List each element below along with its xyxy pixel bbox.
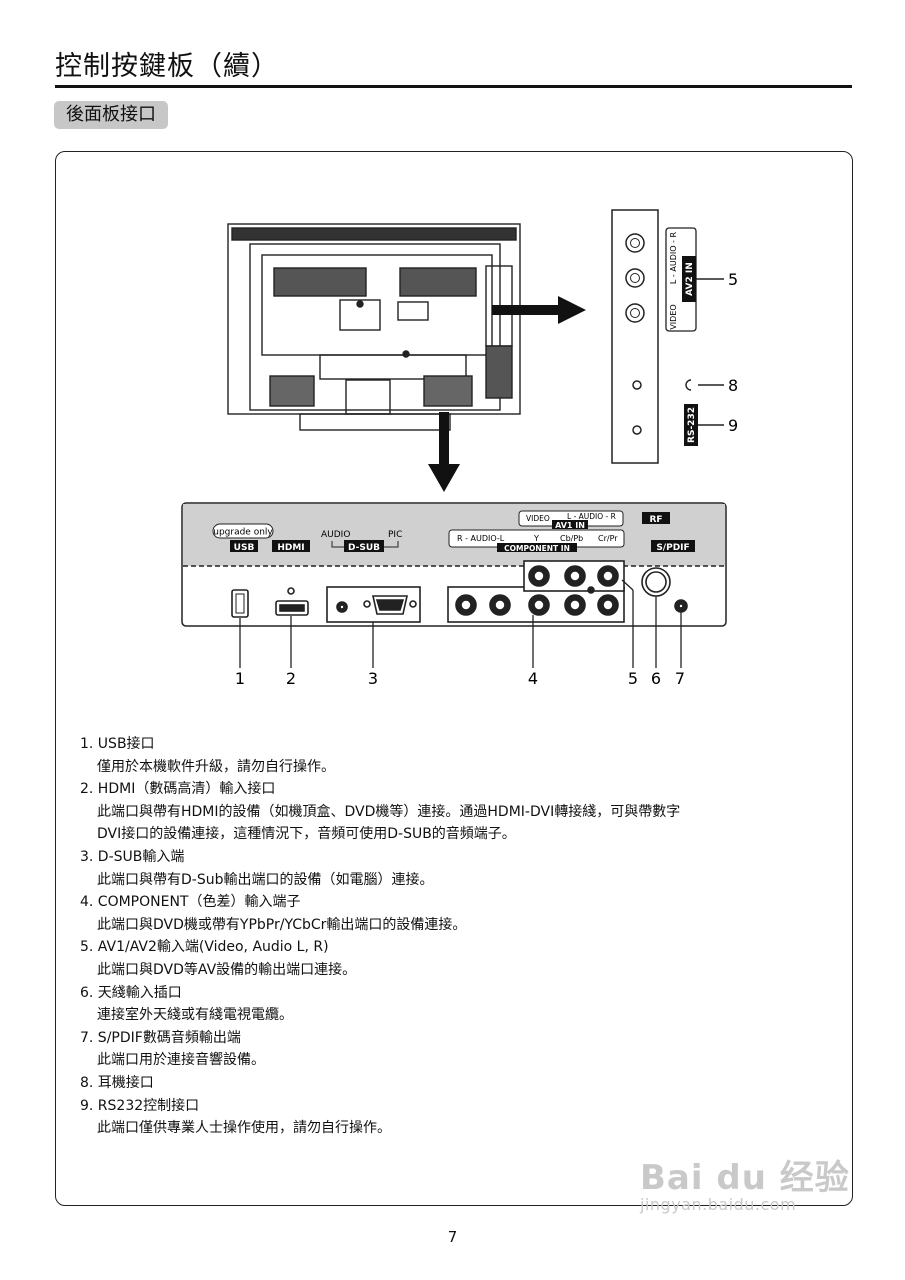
r-audio-l-label: R - AUDIO-L <box>457 534 505 543</box>
dsub-port-group <box>326 586 421 623</box>
desc-body: 僅用於本機軟件升級，請勿自行操作。 <box>97 758 335 775</box>
desc-body: 此端口用於連接音響設備。 <box>97 1052 265 1069</box>
desc-heading: 1. USB接口 <box>80 736 155 752</box>
usb-label: USB <box>234 543 255 553</box>
tv-back-illustration <box>227 223 521 431</box>
side-panel <box>611 209 697 464</box>
hdmi-label: HDMI <box>277 543 304 553</box>
desc-body: 此端口與帶有HDMI的設備（如機頂盒、DVD機等）連接。通過HDMI-DVI轉接… <box>97 803 681 820</box>
desc-body: 此端口與DVD機或帶有YPbPr/YCbCr輸出端口的設備連接。 <box>97 916 467 933</box>
page-title: 控制按鍵板（續） <box>55 51 279 82</box>
desc-body: 此端口僅供專業人士操作使用，請勿自行操作。 <box>97 1120 391 1137</box>
callout-6: 6 <box>651 669 661 688</box>
upgrade-only-label: upgrade only <box>213 528 273 538</box>
callout-1: 1 <box>235 669 245 688</box>
desc-heading: 5. AV1/AV2輸入端(Video, Audio L, R) <box>80 939 329 956</box>
page-number: 7 <box>447 1228 458 1246</box>
rs232-port <box>632 425 642 435</box>
component-audio-jacks <box>447 560 625 623</box>
connector-descriptions: 1. USB接口 僅用於本機軟件升級，請勿自行操作。 2. HDMI（數碼高清）… <box>80 733 800 1140</box>
av1-in-label: AV1 IN <box>555 521 585 530</box>
usb-port <box>231 589 249 618</box>
av2-video-jack <box>625 303 645 323</box>
callout-3: 3 <box>368 669 378 688</box>
av2-audio-l-jack <box>625 268 645 288</box>
callout-8: 8 <box>728 376 738 395</box>
watermark-url: jingyan.baidu.com <box>640 1195 797 1214</box>
y-label: Y <box>533 534 539 543</box>
callout-4: 4 <box>528 669 538 688</box>
arrow-down <box>428 412 460 492</box>
av2-in-label: AV2 IN <box>685 262 695 296</box>
audio-label: AUDIO <box>321 530 350 540</box>
av1-video-label: VIDEO <box>526 514 550 523</box>
cb-pb-label: Cb/Pb <box>560 534 583 543</box>
usb-label-group <box>212 523 310 552</box>
desc-heading: 4. COMPONENT（色差）輸入端子 <box>80 894 301 911</box>
av2-audio-label: L - AUDIO - R <box>669 232 678 285</box>
headphone-icon <box>685 379 692 391</box>
component-in-label: COMPONENT IN <box>504 544 570 553</box>
spdif-label: S/PDIF <box>656 543 689 553</box>
desc-heading: 6. 天綫輸入插口 <box>80 984 182 1001</box>
side-leader-lines <box>696 278 724 426</box>
av2-audio-r-jack <box>625 233 645 253</box>
rs232-label: RS-232 <box>687 407 697 443</box>
desc-body: 連接室外天綫或有綫電視電纜。 <box>97 1007 293 1024</box>
desc-heading: 2. HDMI（數碼高清）輸入接口 <box>80 781 276 798</box>
rs232-label-bg <box>684 404 698 446</box>
hdmi-port <box>275 587 309 616</box>
section-heading: 後面板接口 <box>54 101 168 129</box>
pic-label: PIC <box>388 530 402 540</box>
spdif-jack <box>674 599 688 613</box>
rf-jack <box>641 567 671 597</box>
watermark: Bai du 经验 jingyan.baidu.com <box>640 1150 855 1214</box>
av1-audio-label: L - AUDIO - R <box>567 512 616 521</box>
video-label: VIDEO <box>669 304 678 329</box>
desc-heading: 8. 耳機接口 <box>80 1074 154 1091</box>
content-frame <box>55 151 853 1206</box>
headphone-jack <box>632 380 642 390</box>
title-divider <box>55 85 852 88</box>
desc-body: 此端口與帶有D-Sub輸出端口的設備（如電腦）連接。 <box>97 871 434 888</box>
dsub-label: D-SUB <box>348 543 380 553</box>
desc-heading: 7. S/PDIF數碼音頻輸出端 <box>80 1029 241 1046</box>
callout-7: 7 <box>675 669 685 688</box>
callout-5-side: 5 <box>728 270 738 289</box>
desc-heading: 9. RS232控制接口 <box>80 1097 200 1114</box>
callout-5: 5 <box>628 669 638 688</box>
desc-heading: 3. D-SUB輸入端 <box>80 848 185 865</box>
arrow-right <box>492 296 586 324</box>
watermark-logo: Bai du 经验 <box>640 1158 850 1198</box>
cr-pr-label: Cr/Pr <box>598 534 618 543</box>
desc-body: DVI接口的設備連接，這種情況下，音頻可使用D-SUB的音頻端子。 <box>97 826 516 843</box>
callout-9: 9 <box>728 416 738 435</box>
callout-2: 2 <box>286 669 296 688</box>
rear-leader-lines <box>239 579 682 668</box>
rf-label: RF <box>649 515 662 525</box>
desc-body: 此端口與DVD等AV設備的輸出端口連接。 <box>97 961 357 978</box>
